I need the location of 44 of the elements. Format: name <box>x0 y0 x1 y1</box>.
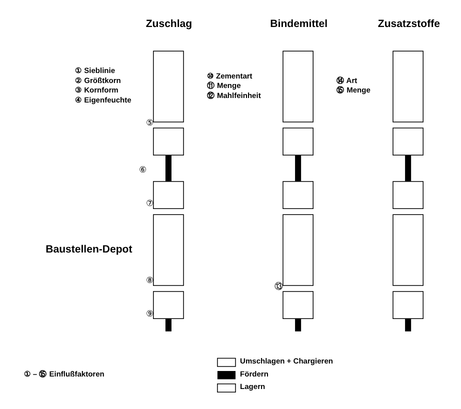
label: ⑭ Art <box>336 76 357 85</box>
node-box <box>152 50 184 122</box>
legend-label: Fördern <box>240 369 268 378</box>
node-label: ⑨ <box>146 309 153 318</box>
connector <box>404 318 411 332</box>
node-label: ⑬ <box>274 282 282 292</box>
connector <box>164 318 171 332</box>
node-square <box>152 291 184 320</box>
label: ⑪ Menge <box>206 81 240 90</box>
node-box <box>392 50 424 122</box>
connector <box>164 155 171 182</box>
connector <box>294 155 301 182</box>
node-label: ⑧ <box>146 276 153 286</box>
node-square <box>152 181 184 210</box>
label: ⑫ Mahlfeinheit <box>206 90 260 100</box>
label: Bindemittel <box>270 18 328 30</box>
edge-label: ⑥ <box>138 165 146 174</box>
label: Baustellen-Depot <box>45 243 132 256</box>
node-square <box>282 291 313 320</box>
node-label: ⑦ <box>146 199 153 208</box>
label: Zusatzstoffe <box>377 18 440 30</box>
legend-label: Umschlagen + Chargieren <box>240 356 332 366</box>
connector <box>294 318 301 332</box>
label: ① – ⑮ Einflußfaktoren <box>23 369 104 378</box>
label: ③ Kornform <box>74 86 118 95</box>
label: ① Sieblinie <box>74 66 115 76</box>
label: ⑮ Menge <box>336 86 370 95</box>
node-box <box>282 50 313 122</box>
node-square <box>152 128 184 156</box>
label: Zuschlag <box>145 18 192 30</box>
node-box <box>282 214 313 286</box>
node-square <box>282 181 313 210</box>
node-box <box>392 214 424 286</box>
node-square <box>392 181 424 210</box>
node-square <box>392 291 424 320</box>
label: ⑩ Zementart <box>206 71 252 80</box>
connector <box>404 155 411 182</box>
node-box <box>152 214 184 286</box>
node-square <box>282 128 313 156</box>
legend-label: Lagern <box>240 382 265 392</box>
node-label: ⑤ <box>146 118 153 128</box>
label: ④ Eigenfeuchte <box>74 95 131 104</box>
label: ② Größtkorn <box>74 76 120 85</box>
node-square <box>392 128 424 156</box>
